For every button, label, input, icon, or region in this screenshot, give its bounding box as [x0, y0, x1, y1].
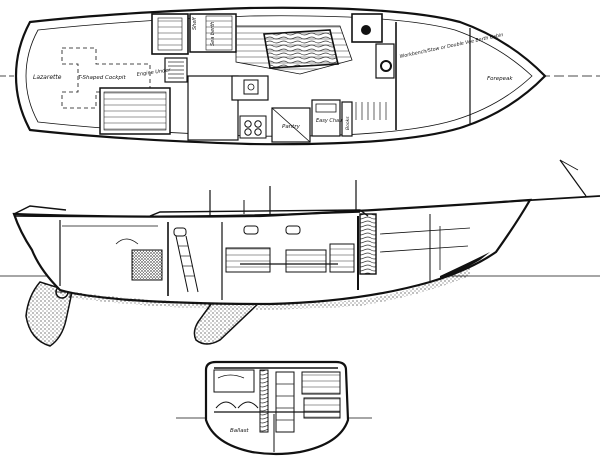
label-pantry: Pantry [282, 124, 301, 130]
profile-view [0, 159, 600, 347]
cockpit-outline [61, 47, 151, 109]
label-sea-berth: Sea berth [210, 22, 216, 46]
label-books: Books [345, 116, 351, 130]
midship-section: Ballast [176, 360, 372, 456]
label-ballast: Ballast [230, 428, 249, 434]
label-easy-chair: Easy Chair [316, 118, 343, 124]
label-cockpit: T-Shaped Cockpit [78, 75, 126, 81]
plan-view: Lazarette T-Shaped Cockpit Engine Under … [0, 6, 600, 146]
label-engine: Engine Under [136, 67, 171, 78]
label-lazarette: Lazarette [33, 74, 62, 81]
label-forepeak: Forepeak [487, 76, 513, 82]
keel [193, 299, 264, 345]
label-shelf: Shelf [192, 16, 198, 30]
profile-hull-outline [12, 198, 533, 306]
